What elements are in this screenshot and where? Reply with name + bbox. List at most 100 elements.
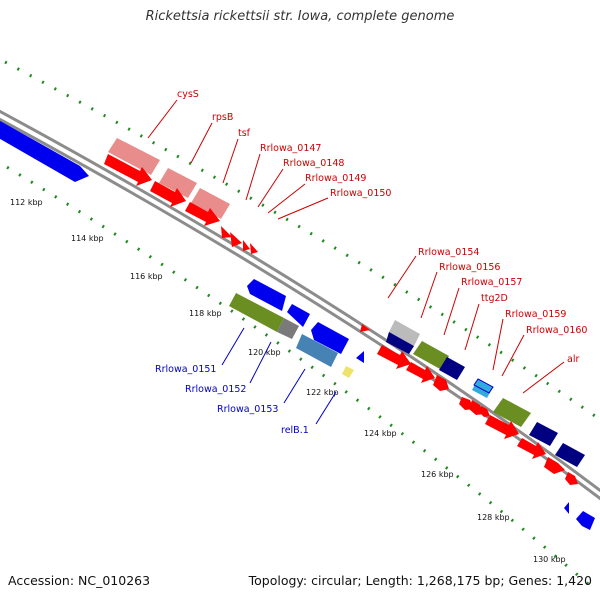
- leader-line: [249, 341, 272, 384]
- outer-dot-track: [4, 60, 600, 422]
- genome-summary: Topology: circular; Length: 1,268,175 bp…: [248, 573, 592, 588]
- gene-label-rrlowa-0160[interactable]: Rrlowa_0160: [526, 325, 587, 336]
- reverse-arrows-cluster: [229, 279, 364, 378]
- gene-box-rrlowa-0154-navy[interactable]: [386, 332, 414, 354]
- reverse-gene-labels: Rrlowa_0151 Rrlowa_0152 Rrlowa_0153 relB…: [155, 327, 337, 436]
- forward-feature-boxes: [108, 138, 230, 219]
- gene-arrow-reverse-a[interactable]: [247, 279, 286, 311]
- tick-label: 124 kbp: [364, 429, 397, 438]
- gene-label-rrlowa-0153[interactable]: Rrlowa_0153: [217, 404, 278, 415]
- gene-arrow-reverse-late-a[interactable]: [564, 502, 569, 514]
- reverse-arrows-late: [564, 502, 595, 530]
- forward-gene-labels: cysS rpsB tsf Rrlowa_0147 Rrlowa_0148 Rr…: [147, 89, 587, 394]
- gene-arrow-relB-1[interactable]: [356, 351, 364, 363]
- gene-box-rrlowa-0151[interactable]: [229, 293, 284, 332]
- gene-label-relB-1[interactable]: relB.1: [281, 425, 309, 436]
- tick-label: 122 kbp: [306, 388, 339, 397]
- tick-label: 126 kbp: [421, 470, 454, 479]
- gene-box-rrlowa-0159[interactable]: [472, 379, 493, 398]
- tick-label: 114 kbp: [71, 234, 104, 243]
- gene-box-rpsB[interactable]: [159, 168, 197, 198]
- leader-line: [190, 122, 213, 164]
- gene-label-rrlowa-0149[interactable]: Rrlowa_0149: [305, 173, 366, 184]
- tick-label: 118 kbp: [189, 309, 222, 318]
- gene-arrow-rrlowa-0154[interactable]: [377, 345, 411, 369]
- gene-arrow-cysS[interactable]: [104, 154, 152, 186]
- leader-line: [222, 138, 239, 184]
- gene-arrow-small-red[interactable]: [360, 324, 370, 332]
- gene-label-tsf[interactable]: tsf: [238, 128, 251, 139]
- gene-arrow-rrlowa-0147[interactable]: [221, 226, 232, 238]
- leader-line: [464, 303, 480, 351]
- gene-box-navy-2[interactable]: [555, 443, 585, 467]
- leader-line: [420, 271, 438, 319]
- gene-arrow-rrlowa-0148[interactable]: [230, 232, 242, 247]
- gene-arrow-reverse-c[interactable]: [311, 322, 349, 354]
- gene-label-rrlowa-0157[interactable]: Rrlowa_0157: [461, 277, 522, 288]
- tick-labels: 112 kbp 114 kbp 116 kbp 118 kbp 120 kbp …: [10, 198, 566, 564]
- leader-line: [387, 255, 417, 299]
- gene-arrow-tsf[interactable]: [185, 202, 220, 226]
- tick-label: 120 kbp: [248, 348, 281, 357]
- gene-arrow-rrlowa-0159-b[interactable]: [479, 406, 490, 417]
- leader-line: [267, 183, 306, 214]
- gene-box-rrlowa-0159-outline: [473, 378, 494, 394]
- forward-arrows-cluster-2: [360, 320, 585, 485]
- gene-box-rrlowa-0152[interactable]: [277, 318, 299, 339]
- leader-line: [522, 361, 565, 394]
- gene-box-cysS[interactable]: [108, 138, 160, 175]
- gene-label-rrlowa-0147[interactable]: Rrlowa_0147: [260, 143, 321, 154]
- gene-box-alr[interactable]: [493, 398, 531, 427]
- tick-label: 112 kbp: [10, 198, 43, 207]
- leader-line: [315, 391, 337, 425]
- gene-box-relB-1-yellow[interactable]: [342, 366, 354, 378]
- accession-label: Accession: NC_010263: [8, 573, 151, 588]
- leader-line: [283, 368, 306, 404]
- gene-box-rrlowa-0154-gray[interactable]: [389, 320, 420, 346]
- leader-line: [277, 197, 329, 220]
- gene-label-rrlowa-0154[interactable]: Rrlowa_0154: [418, 247, 479, 258]
- forward-arrows-cluster-1: [104, 154, 258, 254]
- tick-label: 130 kbp: [533, 555, 566, 564]
- gene-label-alr[interactable]: alr: [567, 354, 579, 365]
- gene-arrow-reverse-b[interactable]: [287, 304, 310, 327]
- gene-box-rrlowa-0156[interactable]: [413, 341, 449, 369]
- gene-arrow-left-segment[interactable]: [0, 118, 89, 182]
- gene-arrow-alr[interactable]: [517, 438, 546, 459]
- gene-box-tsf[interactable]: [191, 188, 230, 219]
- gene-label-rrlowa-0156[interactable]: Rrlowa_0156: [439, 262, 500, 273]
- gene-box-rrlowa-0157[interactable]: [439, 357, 465, 380]
- gene-arrow-rrlowa-0156[interactable]: [406, 362, 435, 383]
- gene-label-cysS[interactable]: cysS: [177, 89, 199, 100]
- leader-line: [492, 318, 504, 371]
- gene-arrow-rrlowa-0149[interactable]: [243, 240, 250, 251]
- gene-arrow-rrlowa-0160[interactable]: [485, 415, 519, 439]
- gene-label-rrlowa-0150[interactable]: Rrlowa_0150: [330, 188, 391, 199]
- gene-label-rrlowa-0159[interactable]: Rrlowa_0159: [505, 309, 566, 320]
- tick-label: 128 kbp: [477, 513, 510, 522]
- leader-line: [221, 327, 245, 366]
- gene-box-rrlowa-0153[interactable]: [296, 334, 338, 367]
- gene-arrow-rrlowa-0150[interactable]: [250, 243, 258, 254]
- gene-arrow-reverse-late-b[interactable]: [576, 511, 595, 530]
- gene-label-rrlowa-0151[interactable]: Rrlowa_0151: [155, 364, 216, 375]
- inner-dot-track: [0, 161, 596, 592]
- leader-line: [443, 287, 460, 336]
- tick-label: 116 kbp: [130, 272, 163, 281]
- leader-line: [501, 334, 525, 377]
- gene-arrow-rrlowa-0157[interactable]: [433, 375, 449, 391]
- gene-label-rrlowa-0152[interactable]: Rrlowa_0152: [185, 384, 246, 395]
- leader-line: [257, 168, 284, 208]
- gene-label-rrlowa-0148[interactable]: Rrlowa_0148: [283, 158, 344, 169]
- leader-line: [245, 153, 261, 201]
- gene-arrow-red-end[interactable]: [565, 472, 578, 485]
- gene-box-navy-1[interactable]: [529, 422, 558, 446]
- leader-line: [147, 99, 178, 139]
- gene-arrow-red-late[interactable]: [544, 457, 565, 474]
- gene-label-rpsB[interactable]: rpsB: [212, 112, 233, 123]
- gene-label-ttg2D[interactable]: ttg2D: [481, 293, 508, 304]
- gene-arrow-rpsB[interactable]: [150, 181, 186, 207]
- map-title: Rickettsia rickettsii str. Iowa, complet…: [145, 9, 455, 24]
